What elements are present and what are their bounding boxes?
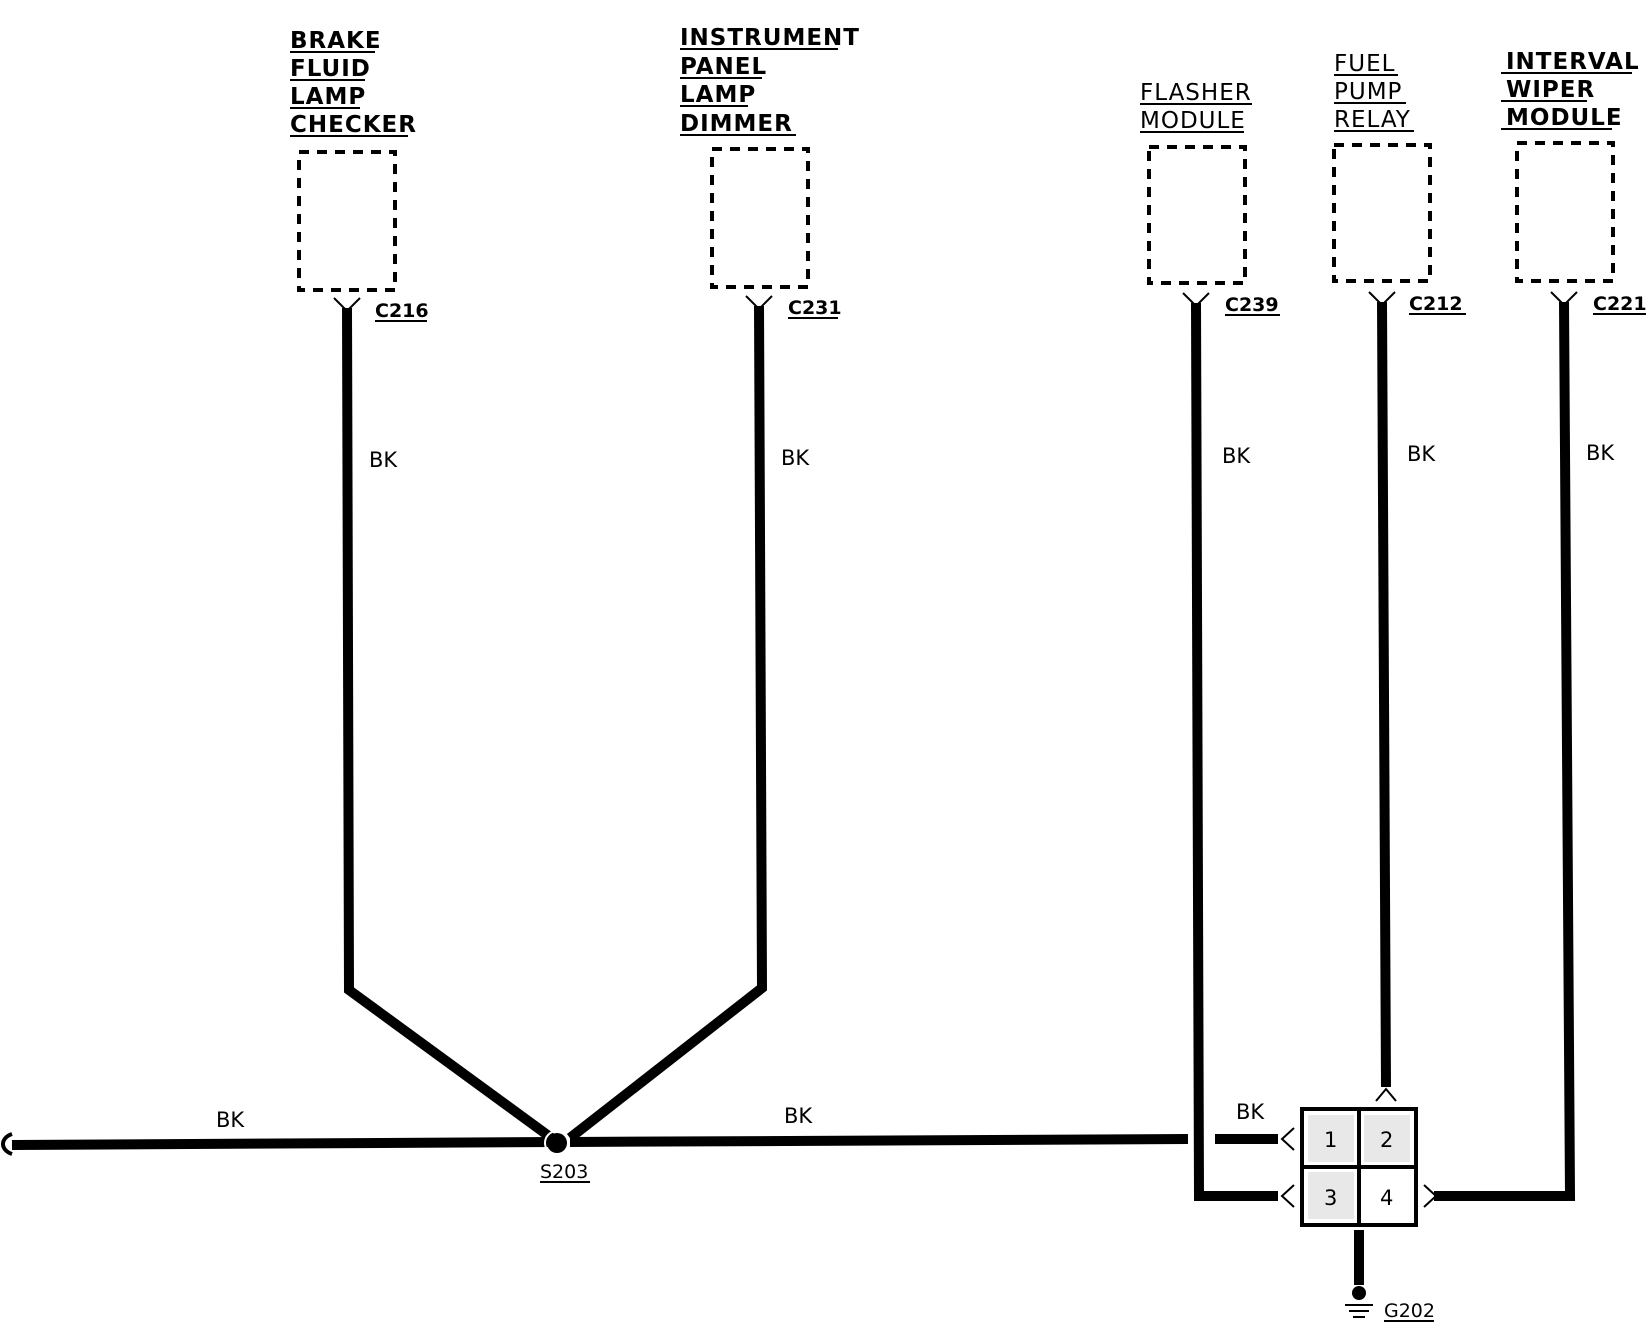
connector-label: C239 [1225,294,1279,316]
component-fuel-pump-relay: FUEL PUMP RELAY C212 BK [1332,51,1466,466]
connector-label: C212 [1409,293,1463,315]
wire-s203-to-block [569,1134,1189,1147]
component-label-line: RELAY [1334,107,1411,133]
component-label-line: LAMP [680,82,756,108]
component-outline [1147,145,1247,285]
component-label-line: INTERVAL [1506,49,1640,75]
wire-color-label-middle: BK [784,1104,813,1128]
component-label-line: MODULE [1140,108,1246,134]
component-outline [1332,143,1432,283]
pin-label: 4 [1380,1186,1393,1210]
pin-1-cell [1308,1115,1354,1162]
wire-c239-to-pin-3 [1191,302,1278,1201]
component-flasher-module: FLASHER MODULE C239 BK [1140,80,1280,468]
wire-color-label-left: BK [216,1108,245,1132]
pin-2-cell [1364,1115,1410,1162]
component-label-line: PANEL [680,54,767,80]
component-label-line: CHECKER [290,112,417,138]
component-label-line: INSTRUMENT [680,25,860,51]
component-interval-wiper-module: INTERVAL WIPER MODULE C221 BK [1501,49,1647,465]
ground-g202: G202 [1345,1286,1435,1322]
connector-label: C221 [1593,293,1647,315]
wire-color-label-to-block: BK [1236,1100,1265,1124]
connector-label: C216 [375,300,429,322]
component-label-line: WIPER [1506,77,1595,103]
wire-color-label: BK [1586,441,1615,465]
ground-distribution-block: 1 2 3 4 [1280,1087,1438,1227]
splice-s203: S203 [540,1130,590,1183]
component-instrument-panel-lamp-dimmer: INSTRUMENT PANEL LAMP DIMMER C231 BK [680,25,860,470]
connector-label: C231 [788,297,842,319]
pin-label: 2 [1380,1128,1393,1152]
wire-color-label: BK [1407,442,1436,466]
component-label-line: FLASHER [1140,80,1252,106]
component-label-line: LAMP [290,84,366,110]
component-label-line: PUMP [1334,79,1402,105]
ground-symbol-icon [1345,1304,1373,1318]
component-brake-fluid-lamp-checker: BRAKE FLUID LAMP CHECKER C216 BK [290,28,429,472]
pin-label: 3 [1324,1186,1337,1210]
component-outline [297,150,397,292]
component-label-line: BRAKE [290,28,382,54]
wire-left-bus [11,1137,557,1150]
pin-3-cell [1308,1172,1354,1219]
ground-dot-icon [1352,1286,1366,1300]
wire-c212-to-pin-2 [1377,301,1391,1088]
component-label-line: FUEL [1334,51,1395,77]
wire-c216-to-s203 [342,307,560,1147]
ground-label: G202 [1384,1300,1435,1322]
component-label-line: DIMMER [680,111,793,137]
terminal-icon [1375,1087,1397,1102]
component-label-line: FLUID [290,56,371,82]
component-outline [1515,141,1615,283]
pin-label: 1 [1324,1128,1337,1152]
wire-break-icon [1,1132,13,1156]
wiring [11,301,1576,1285]
terminal-icon [1280,1127,1295,1151]
wire-color-label: BK [781,446,810,470]
terminal-icon [1423,1184,1438,1208]
component-outline [710,147,810,289]
wire-color-label: BK [1222,444,1251,468]
component-label-line: MODULE [1506,105,1623,131]
wire-c231-to-s203 [566,305,768,1142]
terminal-icon [1280,1184,1295,1208]
splice-label: S203 [540,1161,588,1183]
wire-color-label: BK [369,448,398,472]
wire-c221-to-pin-4 [1434,301,1576,1201]
